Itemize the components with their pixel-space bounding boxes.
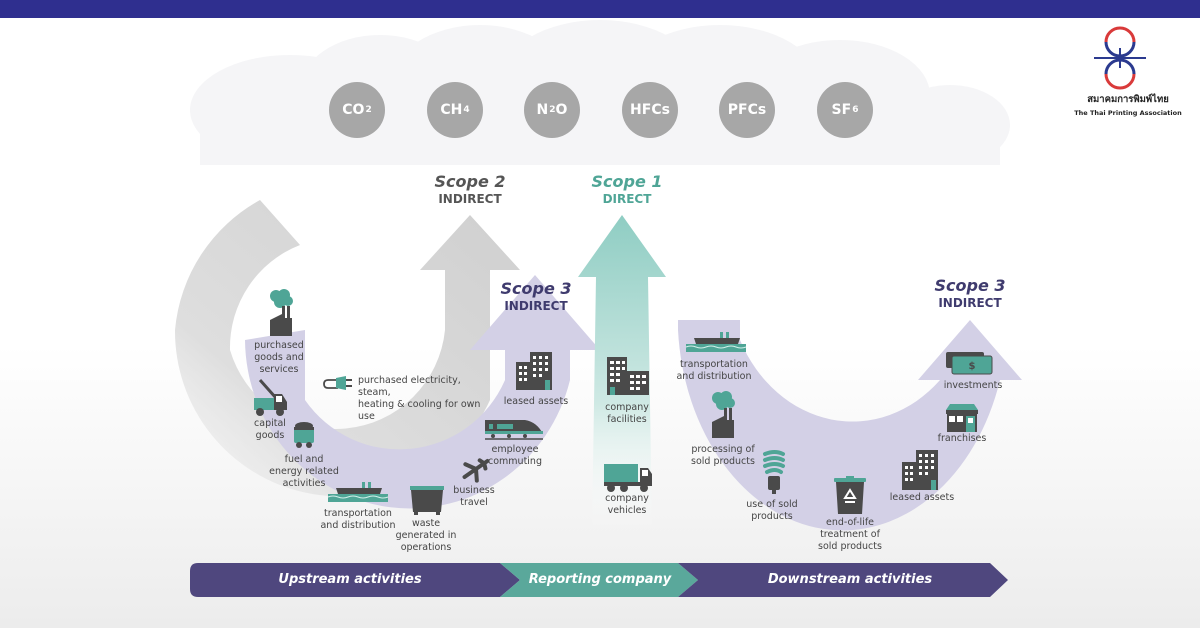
gas-label: N bbox=[536, 102, 549, 118]
building-icon bbox=[516, 352, 552, 390]
gas-label: CO bbox=[342, 102, 365, 118]
scope2-title: Scope 2 bbox=[434, 172, 506, 191]
money-icon: $ bbox=[946, 352, 993, 375]
scope3-downstream-label: Scope 3 INDIRECT bbox=[920, 277, 1020, 311]
scope3-upstream-arrow bbox=[245, 275, 600, 509]
gas-label-tail: O bbox=[555, 102, 568, 118]
building-icon bbox=[902, 450, 938, 490]
top-bar bbox=[0, 0, 1200, 18]
downstream-item-use-of-products: use of sold products bbox=[746, 499, 798, 522]
dumpster-icon bbox=[410, 486, 444, 515]
scope1-subtitle: DIRECT bbox=[602, 192, 652, 206]
downstream-item-investments: investments bbox=[943, 380, 1003, 391]
banner-reporting-label: Reporting company bbox=[528, 572, 672, 587]
logo-thai-name: สมาคมการพิมพ์ไทย bbox=[1087, 94, 1169, 105]
upstream-item-employee-commuting: employee commuting bbox=[488, 444, 542, 467]
upstream-item-purchased-goods: purchased goods and services bbox=[254, 340, 304, 375]
gas-hfcs: HFCs bbox=[622, 82, 678, 138]
scope1-title: Scope 1 bbox=[591, 172, 663, 191]
association-logo: สมาคมการพิมพ์ไทย The Thai Printing Assoc… bbox=[1072, 90, 1184, 117]
cloud-background bbox=[190, 20, 1010, 165]
truck-icon bbox=[604, 464, 652, 492]
gas-subscript: 6 bbox=[852, 105, 859, 115]
recycle-bin-icon bbox=[834, 476, 866, 514]
logo-english-name: The Thai Printing Association bbox=[1074, 109, 1182, 117]
plug-icon bbox=[323, 376, 352, 390]
gas-subscript: 2 bbox=[549, 105, 556, 115]
banner-upstream-label: Upstream activities bbox=[278, 572, 422, 587]
lightbulb-icon bbox=[763, 450, 785, 494]
factory-icon bbox=[712, 391, 735, 438]
activity-banner bbox=[190, 563, 1008, 597]
banner-reporting bbox=[500, 563, 698, 597]
svg-text:$: $ bbox=[969, 361, 976, 372]
ship-icon bbox=[685, 332, 747, 352]
direct-item-company-facilities: company facilities bbox=[605, 402, 649, 425]
banner-downstream bbox=[678, 563, 1008, 597]
logo-mark bbox=[1094, 26, 1146, 90]
factory-icon bbox=[270, 289, 293, 336]
downstream-item-transportation: transportation and distribution bbox=[676, 359, 752, 382]
gas-label: PFCs bbox=[727, 102, 767, 118]
storefront-icon bbox=[946, 404, 978, 432]
upstream-item-fuel-energy: fuel and energy related activities bbox=[269, 454, 339, 489]
downstream-item-end-of-life: end-of-life treatment of sold products bbox=[818, 517, 882, 552]
scope2-label: Scope 2 INDIRECT bbox=[420, 173, 520, 207]
upstream-item-transportation: transportation and distribution bbox=[320, 508, 396, 531]
banner-downstream-label: Downstream activities bbox=[767, 572, 933, 587]
downstream-item-franchises: franchises bbox=[937, 433, 987, 444]
upstream-item-waste: waste generated in operations bbox=[395, 518, 457, 553]
downstream-item-leased-assets: leased assets bbox=[889, 492, 955, 503]
airplane-icon bbox=[462, 458, 490, 483]
scope2-subtitle: INDIRECT bbox=[438, 192, 502, 206]
upstream-item-business-travel: business travel bbox=[453, 485, 495, 508]
buildings-icon bbox=[607, 357, 649, 395]
gas-subscript: 2 bbox=[365, 105, 372, 115]
ship-icon bbox=[327, 482, 389, 502]
gas-pfcs: PFCs bbox=[719, 82, 775, 138]
gas-label: SF bbox=[831, 102, 852, 118]
scope3-upstream-subtitle: INDIRECT bbox=[504, 299, 568, 313]
upstream-item-capital-goods: capital goods bbox=[254, 418, 286, 441]
downstream-item-processing: processing of sold products bbox=[691, 444, 755, 467]
crane-truck-icon bbox=[254, 379, 287, 416]
gas-subscript: 4 bbox=[463, 105, 470, 115]
upstream-item-leased-assets: leased assets bbox=[503, 396, 569, 407]
scope3-upstream-title: Scope 3 bbox=[500, 279, 572, 298]
scope3-downstream-subtitle: INDIRECT bbox=[938, 296, 1002, 310]
coal-cart-icon bbox=[294, 422, 314, 448]
scope3-upstream-label: Scope 3 INDIRECT bbox=[486, 280, 586, 314]
train-icon bbox=[485, 420, 543, 440]
direct-item-company-vehicles: company vehicles bbox=[605, 493, 649, 516]
scope1-label: Scope 1 DIRECT bbox=[577, 173, 677, 207]
gas-label: HFCs bbox=[630, 102, 670, 118]
scope2-arrow bbox=[174, 200, 520, 497]
gas-label: CH bbox=[440, 102, 463, 118]
scope2-item-electricity: purchased electricity, steam, heating & … bbox=[358, 375, 481, 422]
scope3-downstream-title: Scope 3 bbox=[934, 276, 1006, 295]
banner-upstream bbox=[190, 563, 520, 597]
